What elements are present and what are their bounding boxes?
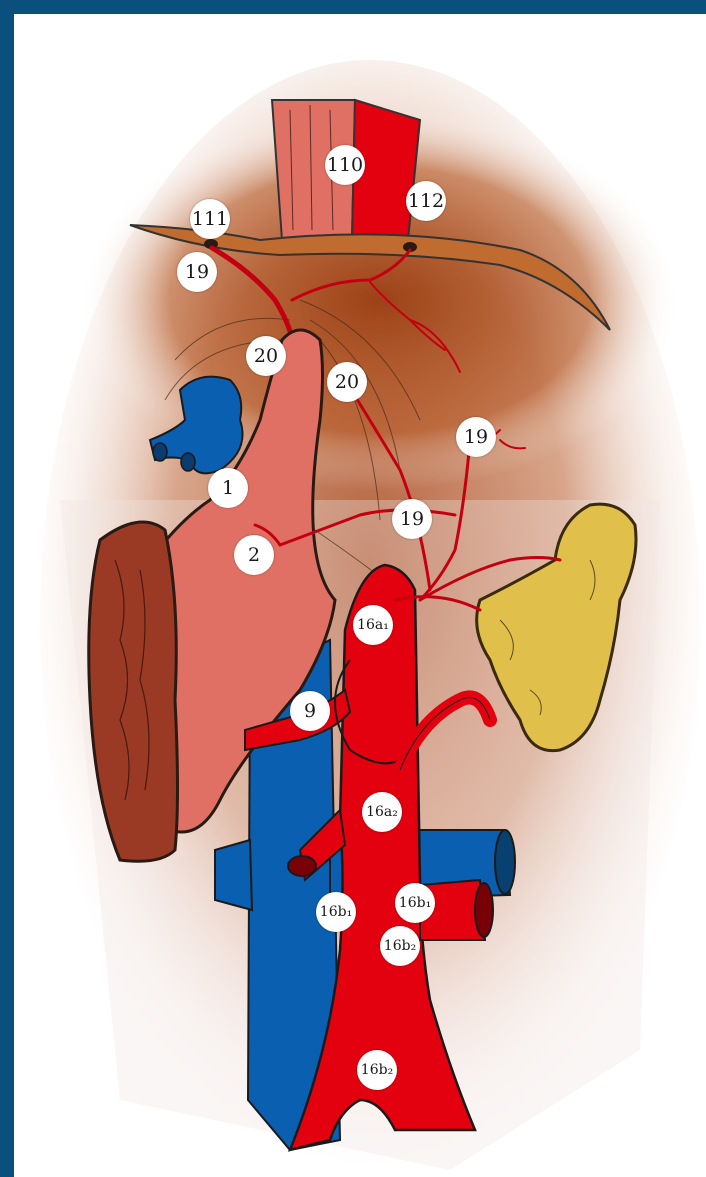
label-9: 9 <box>290 691 330 731</box>
label-19-upper-right: 19 <box>456 417 496 457</box>
anatomy-illustration <box>14 14 706 1177</box>
label-16b1-right: 16b₁ <box>395 883 435 923</box>
label-16a1: 16a₁ <box>353 605 393 645</box>
label-16b1-left: 16b₁ <box>316 892 356 932</box>
label-16b2-upper: 16b₂ <box>380 926 420 966</box>
label-16b2-lower: 16b₂ <box>357 1050 397 1090</box>
label-16a2: 16a₂ <box>362 792 402 832</box>
label-20-left: 20 <box>246 336 286 376</box>
label-111: 111 <box>190 199 230 239</box>
label-20-right: 20 <box>327 362 367 402</box>
anatomy-canvas: 110 112 111 19 20 20 19 1 19 2 16a₁ 9 16… <box>14 14 706 1177</box>
label-19-mid: 19 <box>392 499 432 539</box>
label-110: 110 <box>325 145 365 185</box>
label-19-phrenic: 19 <box>177 252 217 292</box>
label-1: 1 <box>208 468 248 508</box>
label-112: 112 <box>406 181 446 221</box>
label-2: 2 <box>234 535 274 575</box>
